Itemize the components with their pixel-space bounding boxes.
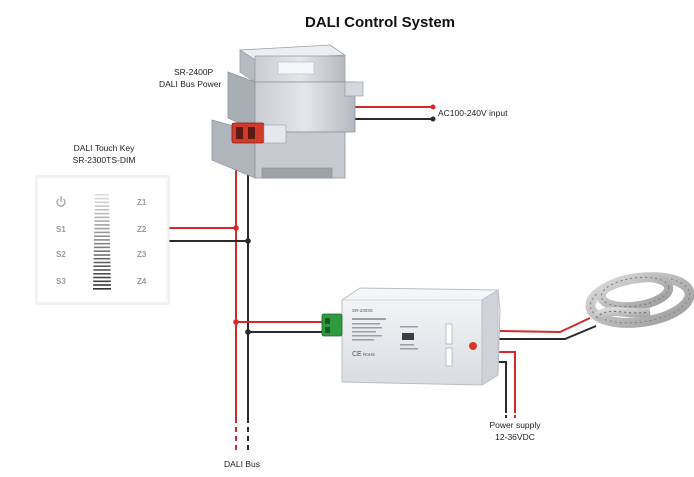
dimming-slider-bars (93, 194, 111, 290)
dali-bus-label: DALI Bus (224, 459, 260, 469)
dimming-bar (94, 224, 110, 226)
dimming-bar (93, 261, 111, 264)
dimming-bar (93, 273, 111, 275)
svg-text:CE: CE (352, 351, 362, 358)
dimming-bar (94, 209, 110, 211)
dimming-bar (94, 242, 111, 245)
touch-key-z1-label: Z1 (137, 198, 147, 207)
dimming-bar (93, 254, 111, 256)
dimming-bar (94, 205, 110, 207)
dimming-bar (93, 246, 111, 249)
dimming-bar (94, 216, 110, 219)
dimming-bar (93, 284, 111, 286)
power-supply-voltage-label: 12-36VDC (495, 432, 535, 442)
dimming-bar (94, 197, 110, 200)
dimming-bar (93, 280, 111, 283)
diagram-title: DALI Control System (305, 14, 455, 31)
power-supply-input-label: Power supply (489, 420, 541, 430)
dimming-bar (93, 269, 111, 271)
touch-key-z2-label: Z2 (137, 225, 147, 234)
power-supply-name-label: DALI Bus Power (159, 79, 222, 89)
dimming-bar (94, 231, 110, 234)
dimming-bar (94, 227, 110, 230)
dimmer-model-label: SR-2303S (352, 308, 373, 313)
power-icon (56, 196, 66, 207)
dali-dimmer-device: CE (321, 287, 501, 386)
dali-touch-key-device (35, 175, 170, 305)
dimmer-rohs-label: RoHS (363, 352, 375, 357)
dimming-bar (93, 276, 111, 279)
dimming-bar (95, 194, 109, 196)
dimming-bar (93, 250, 111, 252)
touch-key-z4-label: Z4 (137, 277, 147, 286)
dimming-bar (94, 212, 110, 215)
touch-key-s3-label: S3 (56, 277, 66, 286)
led-strip-reel (585, 272, 694, 328)
dimming-bar (93, 288, 111, 290)
touch-key-s1-label: S1 (56, 225, 66, 234)
ac-input-label: AC100-240V input (438, 108, 508, 118)
touch-key-s2-label: S2 (56, 250, 66, 259)
dimming-bar (93, 257, 111, 260)
dali-bus-power-device (211, 44, 364, 179)
dimming-bar (94, 239, 110, 241)
dimming-bar (94, 201, 110, 204)
dimming-bar (94, 235, 110, 237)
touch-key-name-label: DALI Touch Key (74, 143, 136, 153)
touch-key-z3-label: Z3 (137, 250, 147, 259)
dimming-bar (93, 265, 111, 267)
dimming-bar (94, 220, 110, 222)
power-supply-model-label: SR-2400P (174, 67, 214, 77)
touch-key-model-label: SR-2300TS-DIM (73, 155, 136, 165)
